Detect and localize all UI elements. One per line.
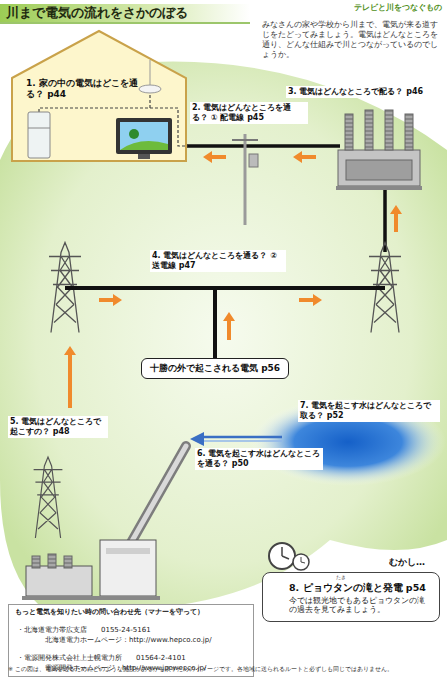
clock-icon: [269, 543, 309, 570]
substation: [336, 110, 422, 190]
lake: [250, 398, 446, 486]
node-text: 8. ピョウタンの滝と発電 p54: [289, 582, 431, 594]
node-text: 今では観光地でもあるピョウタンの滝の過去を見てみましょう。: [289, 596, 431, 615]
node-heading: もっと電気を知りたい時の問い合わせ先（マナーを守って）: [15, 608, 247, 617]
title-rule: [0, 22, 250, 24]
node-heading: 十勝の外で起こされる電気 p56: [150, 363, 280, 374]
utility-pole: [232, 134, 258, 225]
flow-arrow: [223, 312, 235, 340]
flow-arrow: [299, 294, 322, 306]
transmission-tower: [34, 457, 63, 538]
history-box: むかし…8. ピョウタンの滝と発電 p54今では観光地でもあるピョウタンの滝の過…: [262, 572, 440, 622]
power-station: [22, 540, 160, 600]
node-text: ・電源開発株式会社上士幌電力所: [17, 654, 122, 663]
penstock: [128, 446, 186, 548]
flow-arrow: [203, 151, 226, 163]
lamp: [139, 85, 161, 93]
refrigerator-door: [28, 128, 50, 129]
house-wall: [12, 31, 186, 161]
tv-picture: [120, 141, 168, 150]
water-arrow: [190, 432, 204, 446]
distribution-line: [186, 144, 340, 148]
stop-label: 7. 電気を起こす水はどんなところで取る？ p52: [298, 400, 440, 422]
source-box: 十勝の外で起こされる電気 p56: [141, 358, 289, 379]
title-band: [0, 4, 250, 22]
transmission-line: [65, 286, 385, 290]
penstock: [128, 446, 186, 548]
refrigerator: [28, 112, 50, 158]
node-text: 01564-2-4101: [136, 654, 186, 663]
stop-label: 5. 電気はどんなところで起こすの？ p48: [8, 416, 108, 438]
node-heading: むかし…: [389, 557, 425, 568]
tv-picture: [129, 129, 139, 139]
tv-stand: [138, 154, 150, 159]
transmission-branch: [213, 288, 217, 358]
water-flow: [200, 436, 282, 439]
node-text: 0155-24-5161: [101, 626, 151, 635]
house: 1. 家の中の電気はどこを通る？ p44: [10, 28, 188, 163]
furigana: たき: [336, 574, 346, 580]
stop-label: 4. 電気はどんなところを通る？ ② 送電線 p47: [150, 250, 286, 272]
node-heading: 1. 家の中の電気はどこを通る？ p44: [26, 78, 138, 101]
section-tag: テレビと川をつなぐもの: [318, 3, 442, 13]
node-text: 北海道電力ホームページ：http://www.hepco.co.jp/: [45, 636, 247, 645]
television: [116, 118, 172, 154]
stop-label: 3. 電気はどんなところで配る？ p46: [286, 86, 442, 98]
stop-label: 6. 電気を起こす水はどんなところを通る？ p50: [195, 448, 323, 470]
stop-label: 2. 電気はどんなところを通る？ ① 配電線 p45: [190, 102, 308, 124]
flow-arrow: [64, 346, 76, 408]
tv-screen: [120, 122, 168, 150]
lamp-cord: [150, 60, 151, 86]
water-flow: [200, 440, 282, 442]
node-text: ・北海道電力帯広支店: [17, 626, 87, 635]
flow-arrow: [293, 151, 316, 163]
flow-arrow: [99, 294, 122, 306]
page-title: 川まで電気の流れをさかのぼる: [6, 5, 188, 21]
footnote: ※ この図は、電気を送るためにどのような施設があるかを表すためのイメージです。各…: [8, 665, 440, 672]
intro-text: みなさんの家や学校から川まで、電気が来る道すじをたどってみましょう。電気はどんな…: [262, 20, 442, 60]
flow-arrow: [390, 205, 402, 232]
